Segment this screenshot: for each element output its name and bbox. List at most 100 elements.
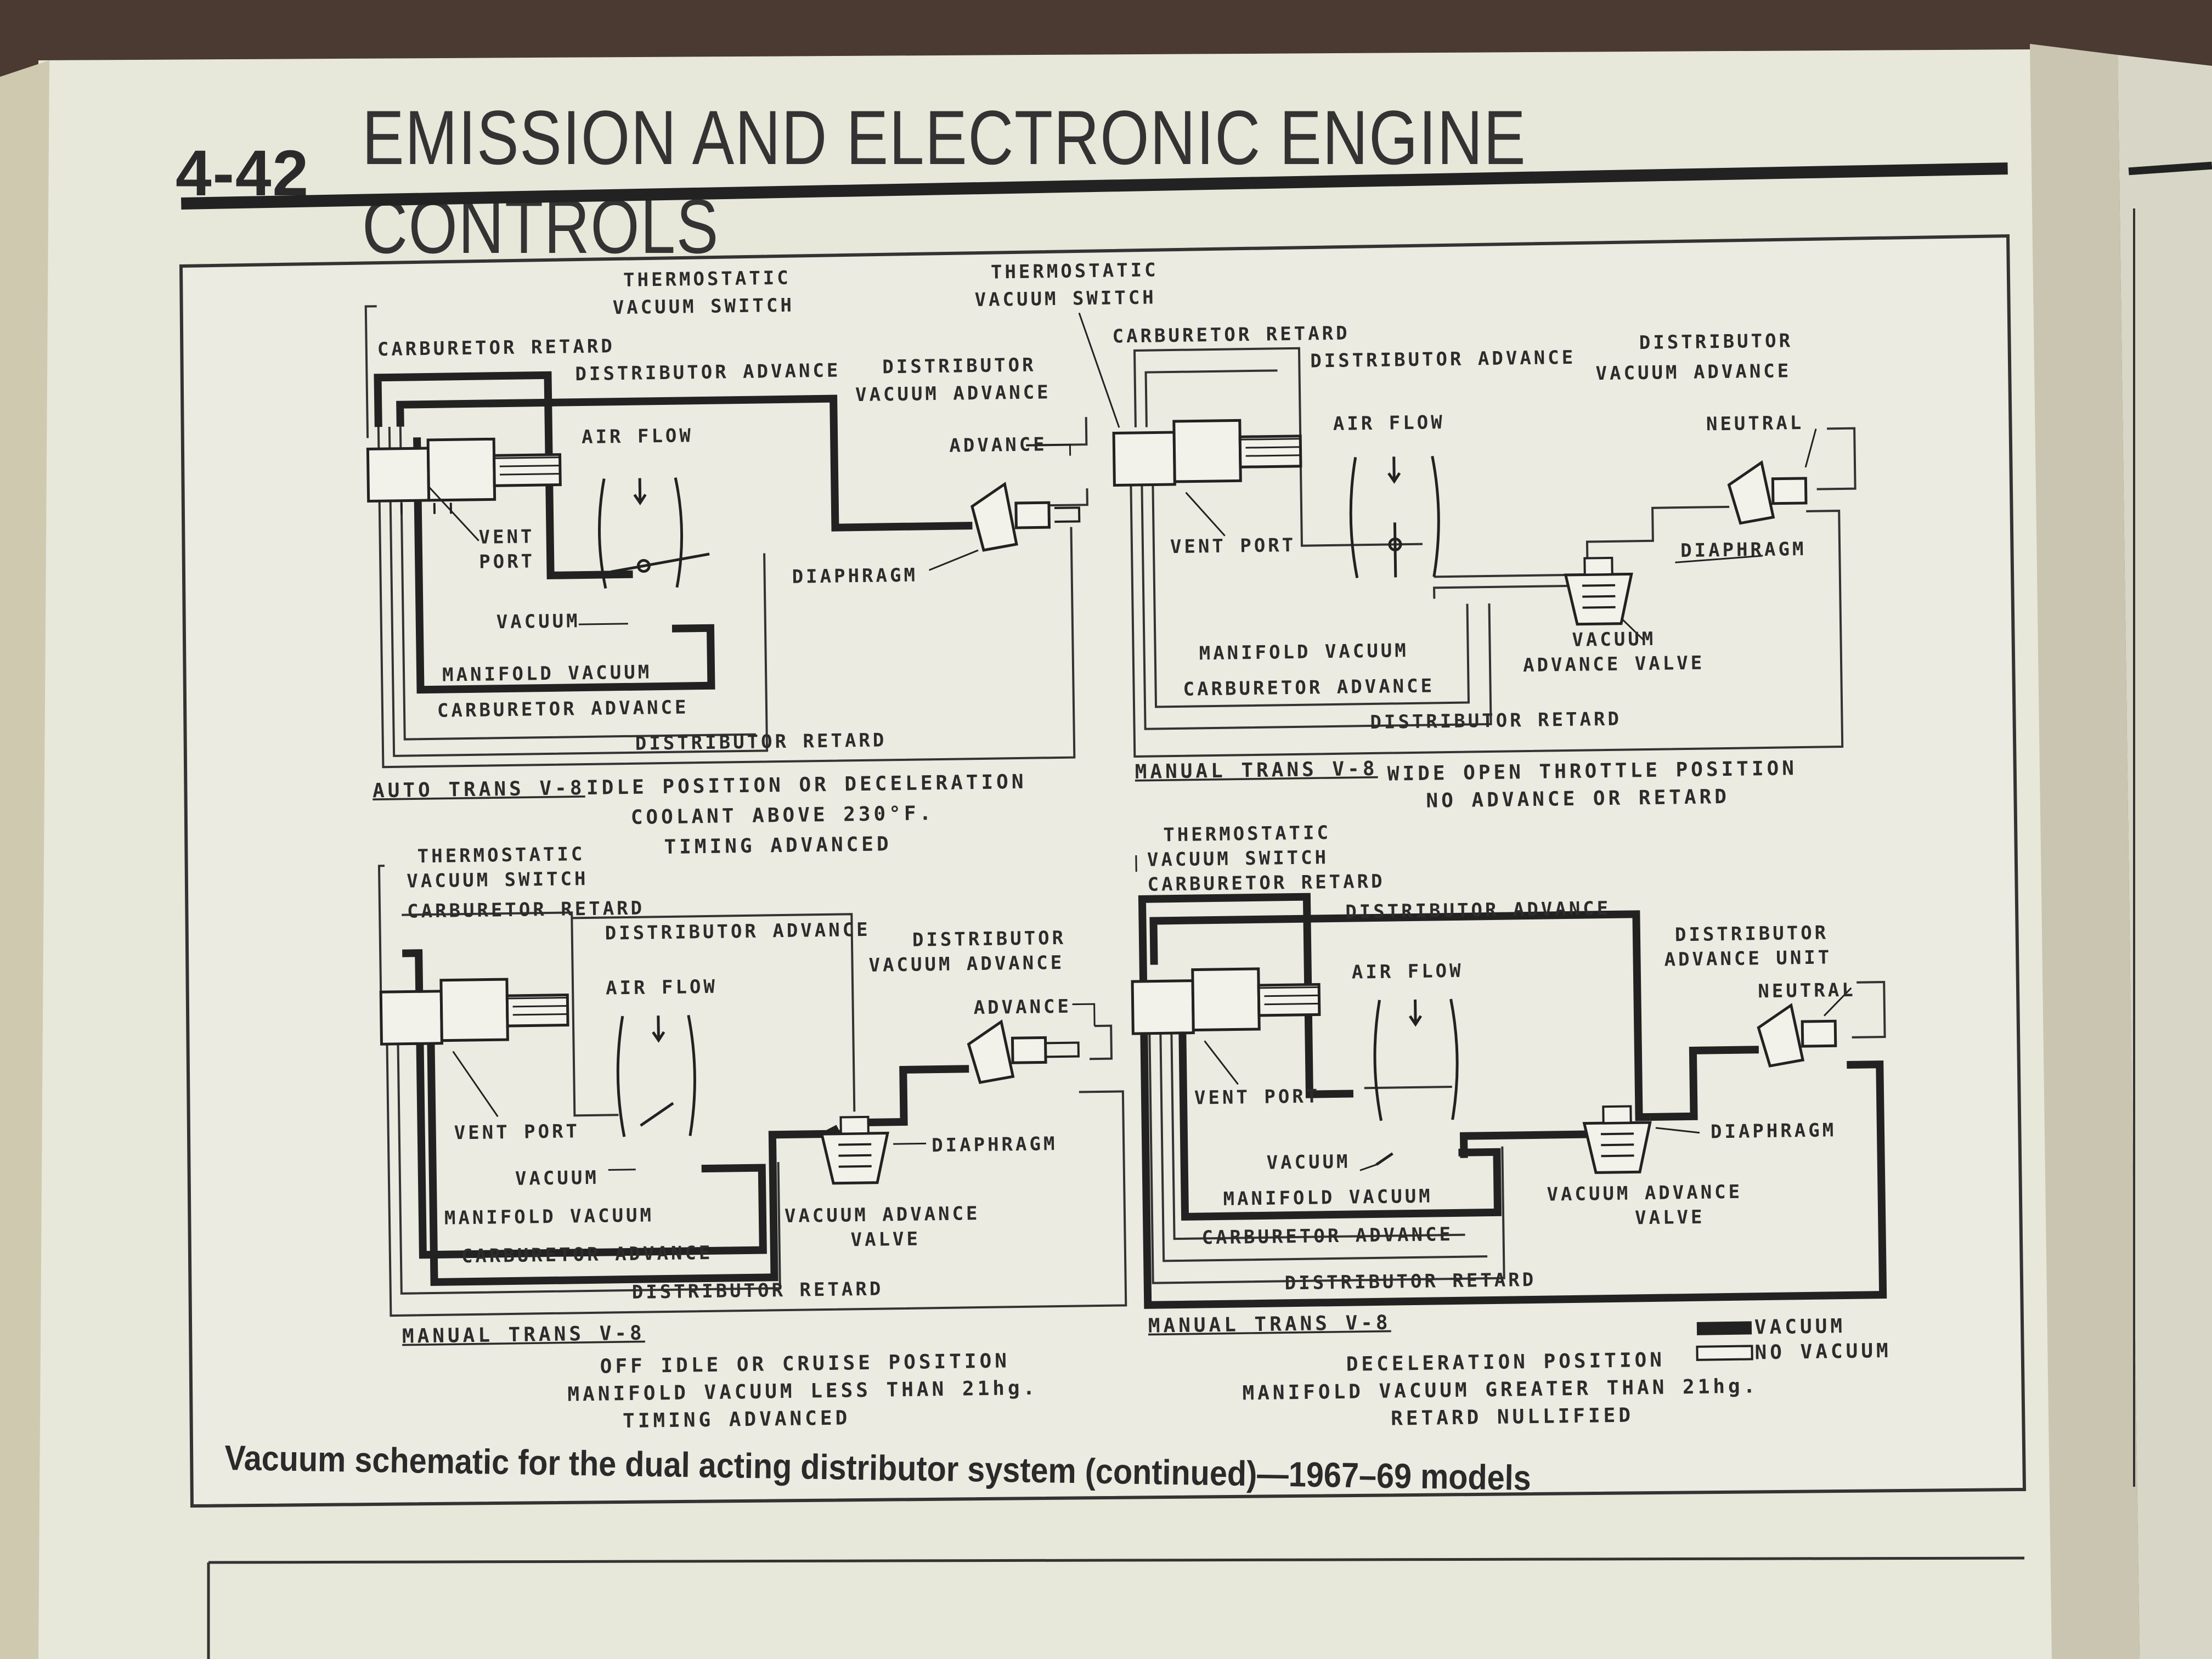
p4-dau-2: ADVANCE UNIT: [1664, 946, 1832, 970]
vacuum-advance-valve-4: [1582, 1105, 1652, 1174]
p2-manifold: MANIFOLD VACUUM: [1199, 640, 1409, 664]
p4-dist-advance: DISTRIBUTOR ADVANCE: [1345, 898, 1611, 923]
p3-cap-2: MANIFOLD VACUUM LESS THAN 21hg.: [567, 1377, 1038, 1406]
p2-air-flow: AIR FLOW: [1333, 411, 1445, 435]
p4-cap-2: MANIFOLD VACUUM GREATER THAN 21hg.: [1242, 1375, 1758, 1404]
thermostatic-switch-4: [1131, 967, 1321, 1035]
p4-vent-port: VENT PORT: [1194, 1085, 1321, 1109]
p2-cap-1: WIDE OPEN THROTTLE POSITION: [1387, 757, 1798, 785]
p3-cap-3: TIMING ADVANCED: [623, 1407, 851, 1432]
legend: VACUUM NO VACUUM: [1696, 1315, 1892, 1364]
throttle-body-2: [1349, 455, 1440, 578]
p3-air-flow: AIR FLOW: [606, 976, 718, 1000]
p4-diaphragm: DIAPHRAGM: [1711, 1119, 1837, 1143]
p4-carb-retard: CARBURETOR RETARD: [1147, 871, 1385, 896]
diaphragm-1: [970, 482, 1081, 552]
p3-thermo-2: VACUUM SWITCH: [407, 868, 589, 893]
p4-carb-adv: CARBURETOR ADVANCE: [1201, 1223, 1453, 1249]
p1-dva-1: DISTRIBUTOR: [882, 354, 1036, 378]
p3-thermo-1: THERMOSTATIC: [417, 843, 585, 867]
p4-manifold: MANIFOLD VACUUM: [1223, 1186, 1433, 1210]
p2-thermo-2: VACUUM SWITCH: [974, 286, 1156, 311]
p3-carb-adv: CARBURETOR ADVANCE: [461, 1242, 713, 1267]
p4-trans: MANUAL TRANS V-8: [1148, 1312, 1391, 1338]
p3-dva-2: VACUUM ADVANCE: [868, 952, 1064, 977]
p4-neutral: NEUTRAL: [1758, 979, 1856, 1002]
p1-thermo-1: THERMOSTATIC: [623, 267, 791, 291]
p2-cap-2: NO ADVANCE OR RETARD: [1426, 786, 1730, 812]
p1-advance: ADVANCE: [949, 433, 1047, 456]
p2-dva-1: DISTRIBUTOR: [1639, 330, 1793, 354]
legend-no-vacuum-swatch: [1696, 1345, 1753, 1361]
p2-diaphragm: DIAPHRAGM: [1680, 538, 1807, 562]
diaphragm-4: [1757, 1003, 1837, 1068]
vacuum-advance-valve-2: [1564, 556, 1633, 626]
p4-dist-retard: DISTRIBUTOR RETARD: [1284, 1269, 1536, 1294]
p1-cap-2: COOLANT ABOVE 230°F.: [630, 802, 934, 829]
p1-carb-retard: CARBURETOR RETARD: [377, 335, 616, 360]
p3-vacuum: VACUUM: [515, 1167, 599, 1190]
p3-cap-1: OFF IDLE OR CRUISE POSITION: [600, 1350, 1010, 1378]
p2-carb-retard: CARBURETOR RETARD: [1112, 322, 1350, 347]
thermostatic-switch-2: [1112, 419, 1302, 487]
legend-no-vacuum-label: NO VACUUM: [1754, 1340, 1892, 1364]
p3-dist-retard: DISTRIBUTOR RETARD: [632, 1278, 884, 1304]
throttle-body-1: [597, 477, 710, 589]
p2-trans: MANUAL TRANS V-8: [1135, 758, 1378, 783]
p2-dist-advance: DISTRIBUTOR ADVANCE: [1310, 347, 1576, 373]
p3-diaphragm: DIAPHRAGM: [932, 1133, 1058, 1156]
throttle-body-3: [616, 1014, 696, 1137]
p1-trans: AUTO TRANS V-8: [373, 777, 585, 802]
panel-bottom-right: THERMOSTATIC VACUUM SWITCH CARBURETOR RE…: [1131, 822, 1887, 1430]
p2-vent-port: VENT PORT: [1170, 534, 1296, 558]
throttle-body-4: [1373, 998, 1459, 1166]
p1-carb-adv: CARBURETOR ADVANCE: [437, 696, 689, 721]
p4-thermo-1: THERMOSTATIC: [1163, 822, 1331, 846]
p3-dist-advance: DISTRIBUTOR ADVANCE: [605, 919, 870, 945]
diaphragm-2: [1727, 460, 1808, 525]
p1-dist-advance: DISTRIBUTOR ADVANCE: [575, 359, 840, 385]
p1-vacuum: VACUUM: [496, 610, 580, 633]
p2-thermo-1: THERMOSTATIC: [991, 259, 1159, 283]
p1-dva-2: VACUUM ADVANCE: [855, 381, 1051, 406]
p2-dva-2: VACUUM ADVANCE: [1595, 360, 1791, 385]
p4-thermo-2: VACUUM SWITCH: [1147, 847, 1329, 871]
p1-air-flow: AIR FLOW: [582, 425, 693, 448]
p2-carb-adv: CARBURETOR ADVANCE: [1183, 675, 1435, 700]
p3-vav-2: VALVE: [850, 1228, 921, 1251]
p2-vav-2: ADVANCE VALVE: [1523, 652, 1705, 677]
p1-dist-retard: DISTRIBUTOR RETARD: [635, 729, 887, 754]
p4-cap-3: RETARD NULLIFIED: [1391, 1404, 1634, 1430]
p1-vent-2: PORT: [479, 550, 535, 573]
p3-vav-1: VACUUM ADVANCE: [785, 1203, 980, 1227]
p4-vacuum: VACUUM: [1266, 1151, 1350, 1174]
thermostatic-switch-3: [379, 978, 569, 1046]
p1-cap-3: TIMING ADVANCED: [664, 833, 892, 859]
p4-dau-1: DISTRIBUTOR: [1675, 922, 1829, 946]
diaphragm-3: [967, 1019, 1080, 1084]
p3-dva-1: DISTRIBUTOR: [912, 927, 1066, 951]
p3-carb-retard: CARBURETOR RETARD: [407, 898, 645, 923]
p2-neutral: NEUTRAL: [1706, 412, 1804, 435]
p3-trans: MANUAL TRANS V-8: [402, 1322, 645, 1348]
p2-vav-1: VACUUM: [1572, 628, 1656, 651]
legend-vacuum-swatch: [1696, 1321, 1752, 1335]
thermostatic-switch-1: [366, 437, 562, 515]
p1-manifold: MANIFOLD VACUUM: [442, 661, 652, 686]
p2-dist-retard: DISTRIBUTOR RETARD: [1370, 708, 1622, 733]
p4-vav-2: VALVE: [1635, 1206, 1705, 1229]
p3-advance: ADVANCE: [973, 996, 1071, 1019]
p1-thermo-2: VACUUM SWITCH: [613, 295, 795, 319]
p4-air-flow: AIR FLOW: [1352, 960, 1464, 984]
panel-bottom-left: THERMOSTATIC VACUUM SWITCH CARBURETOR RE…: [377, 843, 1127, 1432]
vacuum-advance-valve-3: [820, 1115, 889, 1185]
p4-cap-1: DECELERATION POSITION: [1346, 1349, 1666, 1376]
p3-vent-port: VENT PORT: [454, 1120, 580, 1144]
p1-diaphragm: DIAPHRAGM: [792, 565, 918, 588]
panel-top-right: THERMOSTATIC VACUUM SWITCH CARBURETOR RE…: [974, 259, 1857, 812]
p1-cap-1: IDLE POSITION OR DECELERATION: [586, 771, 1027, 799]
p3-manifold: MANIFOLD VACUUM: [444, 1204, 654, 1229]
panel-top-left: THERMOSTATIC VACUUM SWITCH CARBURETOR RE…: [364, 267, 1088, 859]
